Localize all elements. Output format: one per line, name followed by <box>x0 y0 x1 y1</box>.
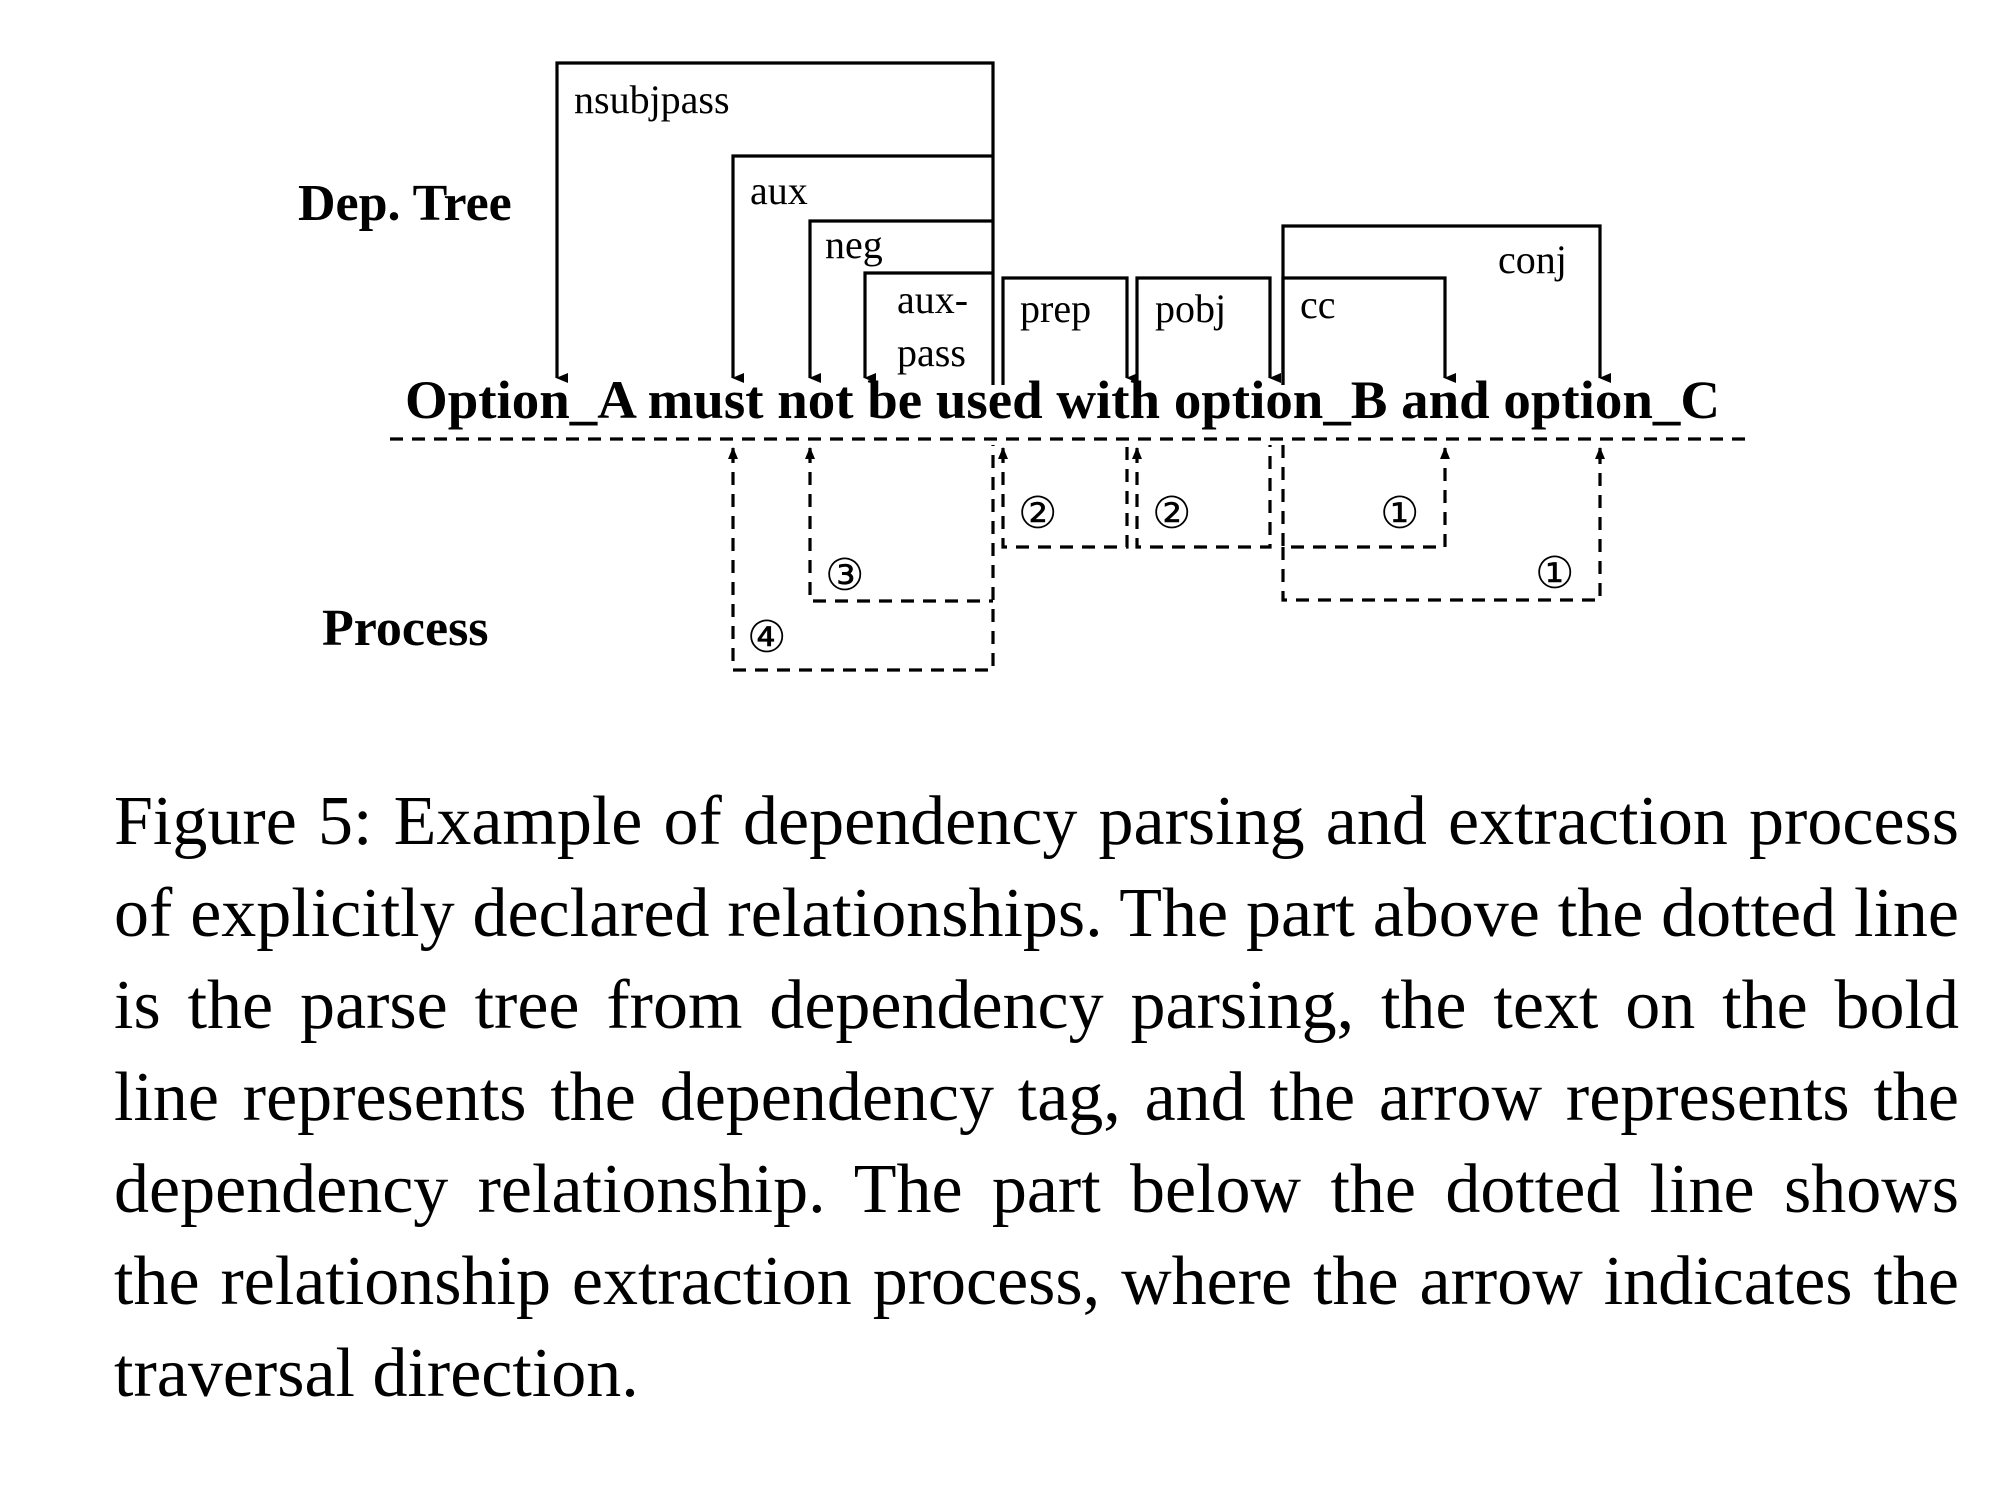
dep-arc-conj: conj <box>1281 224 1611 385</box>
dep-label-cc: cc <box>1300 282 1336 327</box>
process-path-step-1a: ① <box>1281 445 1450 549</box>
dep-label-neg: neg <box>825 222 883 267</box>
process-path-step-4: ④ <box>728 445 995 672</box>
process-label: Process <box>322 600 489 657</box>
dep-arc-nsubjpass: nsubjpass <box>555 61 995 385</box>
step-marker-2b: ② <box>1152 489 1191 538</box>
figure-caption: Figure 5: Example of dependency parsing … <box>114 783 1959 1412</box>
dep-arc-aux: aux <box>731 154 993 383</box>
process-path-step-2a: ② <box>998 445 1129 549</box>
dep-label-nsubjpass: nsubjpass <box>574 77 730 122</box>
process-path-step-1b: ① <box>1281 447 1605 602</box>
step-marker-4: ④ <box>747 613 786 662</box>
step-marker-1b: ① <box>1535 549 1574 598</box>
dep-arc-neg: neg <box>808 219 993 383</box>
sentence: Option_A must not be used with option_B … <box>405 370 1720 430</box>
dep-arc-cc: cc <box>1281 276 1456 385</box>
dependency-diagram: Dep. Tree Process nsubjpass aux neg aux-… <box>298 61 1748 672</box>
dep-label-prep: prep <box>1020 286 1091 331</box>
dep-arc-auxpass: aux- pass <box>863 271 993 383</box>
dep-label-pobj: pobj <box>1155 286 1226 331</box>
step-marker-2a: ② <box>1018 489 1057 538</box>
dep-label-conj: conj <box>1498 237 1567 282</box>
dep-label-auxpass-line2: pass <box>897 330 966 375</box>
dep-arc-pobj: pobj <box>1135 276 1281 385</box>
dep-tree-label: Dep. Tree <box>298 175 512 232</box>
process-path-step-3: ③ <box>805 447 993 603</box>
process-path-step-2b: ② <box>1132 445 1272 549</box>
step-marker-3: ③ <box>825 551 864 600</box>
diagram-canvas: Dep. Tree Process nsubjpass aux neg aux-… <box>298 61 1748 672</box>
dep-arc-prep: prep <box>1001 276 1138 385</box>
dep-label-aux: aux <box>750 168 808 213</box>
dep-label-auxpass: aux- <box>897 277 968 322</box>
step-marker-1a: ① <box>1380 489 1419 538</box>
